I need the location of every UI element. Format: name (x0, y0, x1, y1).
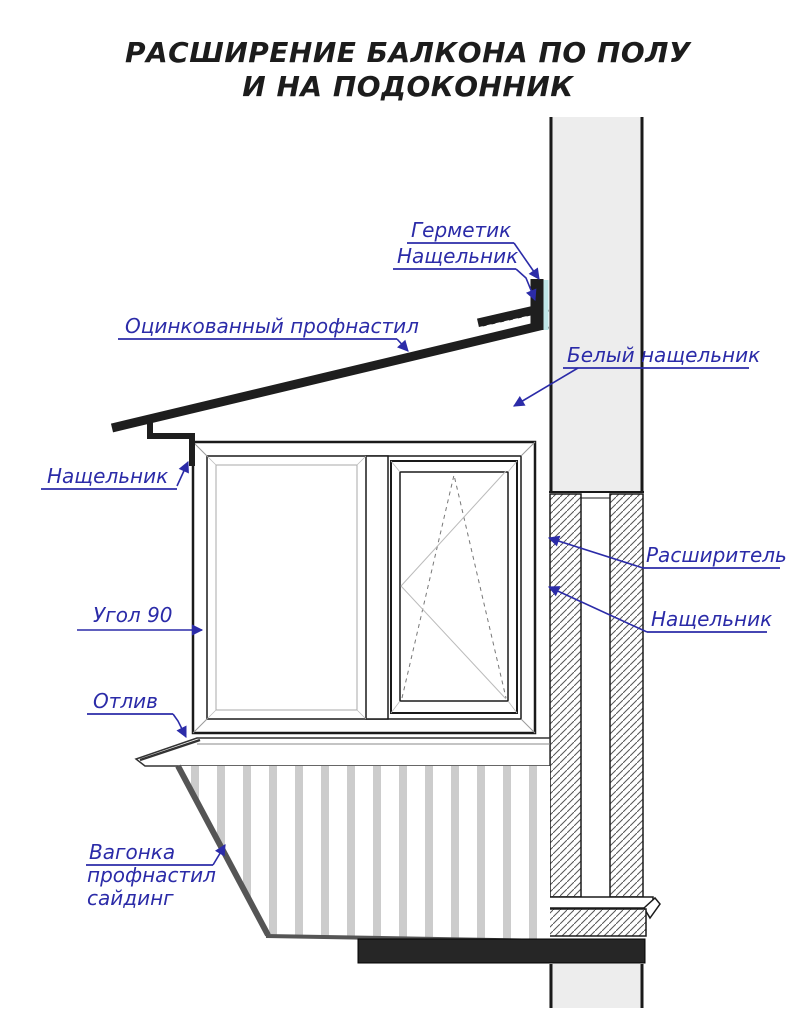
callout-otliv: Отлив (87, 689, 187, 739)
fixed-pane-glazing-bead (215, 464, 358, 711)
callout-profnastil: Оцинкованный профнастил (118, 314, 419, 352)
callouts: Герметик Нащельник Оцинкованный профнаст… (41, 218, 787, 910)
callout-vagonka: Вагонка профнастил сайдинг (86, 840, 226, 910)
title-line-2: И НА ПОДОКОННИК (242, 70, 575, 103)
leader-vagonka (212, 844, 226, 866)
roof-corrugated-sheet (110, 319, 550, 433)
leader-belyi-nashchelnik (513, 367, 579, 407)
leader-rasshiritel (547, 535, 644, 569)
callout-ugol90: Угол 90 (77, 603, 204, 636)
callout-rasshiritel: Расширитель (547, 535, 787, 569)
windowsill-drip-lip (643, 896, 661, 920)
fixed-pane-mitres (206, 455, 367, 720)
roof-assembly (110, 279, 550, 466)
sash-mitres (390, 460, 518, 714)
frame-mitre-joints (192, 441, 536, 734)
floor-slab (357, 938, 646, 964)
wall-hatch-column-left (549, 493, 582, 898)
leader-profnastil (396, 338, 409, 352)
building-wall (548, 117, 661, 1008)
label-rasshiritel: Расширитель (646, 543, 787, 567)
wall-upper-section (549, 117, 643, 492)
leader-nashchelnik-left (176, 460, 189, 487)
windowsill-hatch-block (548, 908, 647, 937)
callout-nashchelnik-right: Нащельник (547, 586, 772, 633)
label-profnastil: Оцинкованный профнастил (125, 314, 419, 338)
windowsill-ledge (548, 896, 654, 909)
label-otliv: Отлив (93, 689, 158, 713)
otliv-front-edge (139, 738, 201, 762)
label-nashchelnik-left: Нащельник (47, 464, 168, 488)
callout-nashchelnik-top: Нащельник (393, 244, 537, 302)
sash-inner-frame (399, 471, 509, 702)
title-line-1: РАСШИРЕНИЕ БАЛКОНА ПО ПОЛУ (125, 36, 692, 69)
window-inner-frame (206, 455, 522, 720)
label-vagonka-line2: профнастил (87, 863, 216, 887)
label-nashchelnik-right: Нащельник (651, 607, 772, 631)
turn-open-symbol (400, 470, 507, 700)
label-vagonka-line1: Вагонка (89, 840, 175, 864)
callout-nashchelnik-left: Нащельник (41, 460, 189, 490)
leader-otliv (172, 713, 187, 739)
label-vagonka-line3: сайдинг (87, 886, 174, 910)
otliv-profile (134, 737, 551, 767)
siding-panel (175, 764, 551, 943)
wall-lower-section (549, 964, 643, 1008)
label-germetik: Герметик (411, 218, 511, 242)
leader-nashchelnik-top (515, 268, 537, 302)
callout-germetik: Герметик (407, 218, 540, 280)
siding-surface (178, 766, 550, 940)
label-belyi-nashchelnik: Белый нащельник (567, 343, 760, 367)
leader-germetik (513, 242, 540, 280)
left-flashing-elbow (147, 421, 195, 466)
label-nashchelnik-top: Нащельник (397, 244, 518, 268)
leader-nashchelnik-right (547, 586, 648, 633)
callout-belyi-nashchelnik: Белый нащельник (513, 343, 760, 407)
drip-sill (134, 737, 551, 767)
drawing-title: РАСШИРЕНИЕ БАЛКОНА ПО ПОЛУ И НА ПОДОКОНН… (125, 36, 692, 103)
window-mullion (365, 455, 389, 720)
roof-flashing-seam (477, 311, 549, 329)
wall-hatch-column-right (609, 493, 644, 898)
label-ugol90: Угол 90 (93, 603, 173, 627)
window-assembly (191, 440, 537, 735)
